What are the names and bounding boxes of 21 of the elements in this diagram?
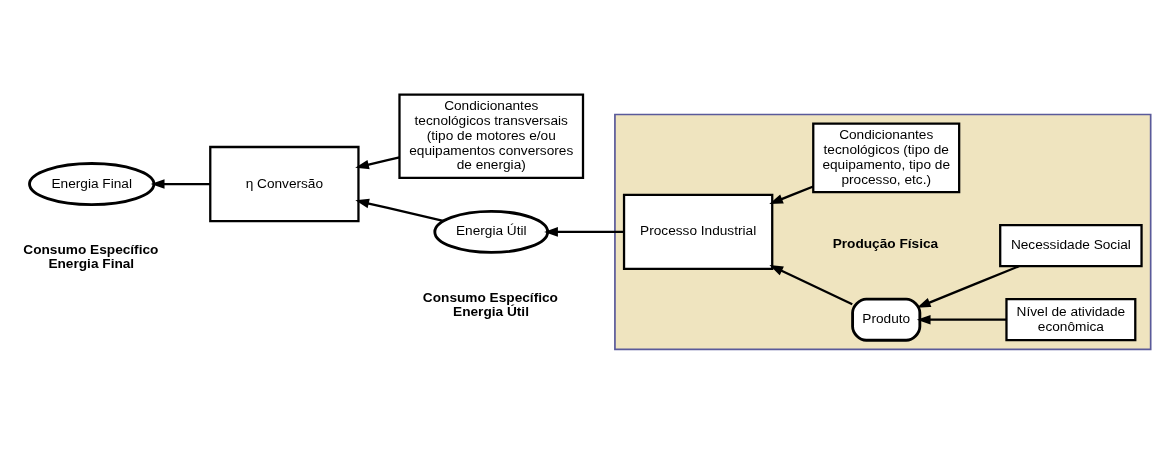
arrow <box>769 264 853 305</box>
arrow <box>150 178 211 189</box>
node-box: η Conversão <box>209 145 360 222</box>
arrow <box>544 226 624 237</box>
node-box: Nível de atividade econômica <box>1005 297 1137 341</box>
node-ellipse: Energia Final <box>28 161 156 206</box>
node-label: Produção Física <box>832 235 939 251</box>
node-box: Condicionantes tecnológicos (tipo de equipamento, tipo de processo, etc.) <box>812 122 961 193</box>
arrow <box>769 184 814 204</box>
node-ellipse: Energia Útil <box>433 209 550 254</box>
node-box: Processo Industrial <box>622 193 774 270</box>
node-box: Produto <box>851 297 922 342</box>
node-label: Consumo Específico Energia Útil <box>422 289 558 319</box>
arrow <box>916 264 1020 308</box>
node-box: Necessidade Social <box>999 223 1143 267</box>
arrow <box>355 198 444 222</box>
cluster <box>614 113 1152 350</box>
node-label: Consumo Específico Energia Final <box>23 241 159 271</box>
node-box: Condicionantes tecnológicos transversais (tipo de motores e/ou equipamentos conversores de energia) <box>398 92 585 179</box>
arrow <box>916 314 1007 324</box>
arrow <box>355 155 400 169</box>
